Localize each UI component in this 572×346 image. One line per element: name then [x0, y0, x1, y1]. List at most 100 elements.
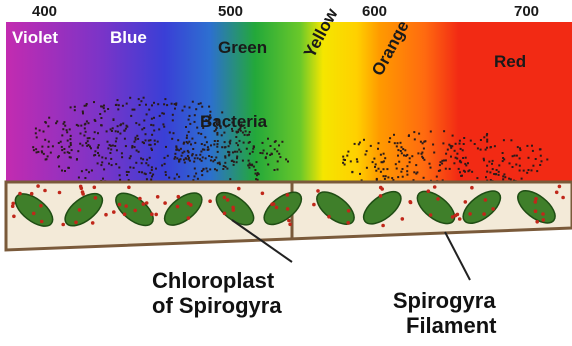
granule-dot	[142, 202, 146, 206]
bacterium-dot	[391, 177, 393, 179]
granule-dot	[36, 184, 40, 188]
granule-dot	[32, 212, 36, 216]
bacterium-dot	[502, 178, 504, 180]
bacterium-dot	[81, 170, 83, 172]
granule-dot	[208, 199, 212, 203]
bacterium-dot	[396, 145, 398, 147]
bacterium-dot	[224, 155, 226, 157]
granule-dot	[381, 224, 385, 228]
bacterium-dot	[514, 155, 516, 157]
bacterium-dot	[491, 163, 493, 165]
bacterium-dot	[414, 138, 416, 140]
granule-dot	[118, 203, 122, 207]
bacterium-dot	[531, 169, 533, 171]
bacterium-dot	[510, 139, 512, 141]
bacterium-dot	[115, 104, 117, 106]
bacterium-dot	[188, 119, 190, 121]
bacterium-dot	[133, 109, 135, 111]
bacterium-dot	[344, 159, 346, 161]
bacterium-dot	[172, 119, 174, 121]
bacterium-dot	[110, 128, 112, 130]
bacterium-dot	[43, 153, 45, 155]
bacterium-dot	[116, 137, 118, 139]
bacterium-dot	[495, 173, 497, 175]
bacterium-dot	[186, 137, 188, 139]
bacterium-dot	[397, 142, 399, 144]
granule-dot	[286, 207, 290, 211]
bacterium-dot	[208, 106, 210, 108]
bacterium-dot	[98, 155, 100, 157]
bacterium-dot	[400, 171, 402, 173]
granule-dot	[81, 192, 85, 196]
bacterium-dot	[165, 174, 167, 176]
bacterium-dot	[143, 127, 145, 129]
granule-dot	[316, 189, 320, 193]
bacterium-dot	[443, 130, 445, 132]
bacterium-dot	[145, 173, 147, 175]
bacterium-dot	[104, 110, 106, 112]
bacterium-dot	[61, 134, 63, 136]
bacterium-dot	[277, 160, 279, 162]
bacterium-dot	[121, 156, 123, 158]
bacterium-dot	[492, 160, 494, 162]
granule-dot	[187, 202, 191, 206]
bacterium-dot	[498, 164, 500, 166]
bacterium-dot	[187, 175, 189, 177]
bacterium-dot	[519, 147, 521, 149]
bacterium-dot	[366, 167, 368, 169]
bacterium-dot	[89, 137, 91, 139]
bacterium-dot	[263, 150, 265, 152]
bacterium-dot	[63, 148, 65, 150]
bacterium-dot	[200, 133, 202, 135]
bacterium-dot	[421, 156, 423, 158]
bacterium-dot	[274, 169, 276, 171]
bacterium-dot	[39, 129, 41, 131]
bacterium-dot	[150, 148, 152, 150]
granule-dot	[401, 217, 405, 221]
granule-dot	[156, 195, 160, 199]
bacterium-dot	[229, 178, 231, 180]
bacterium-dot	[138, 151, 140, 153]
bacterium-dot	[100, 105, 102, 107]
bacterium-dot	[191, 154, 193, 156]
bacterium-dot	[232, 151, 234, 153]
bacterium-dot	[206, 170, 208, 172]
bacterium-dot	[259, 152, 261, 154]
bacterium-dot	[124, 130, 126, 132]
bacterium-dot	[145, 133, 147, 135]
scale-tick-500: 500	[218, 3, 243, 20]
bacterium-dot	[107, 108, 109, 110]
band-label-green: Green	[218, 38, 267, 58]
bacterium-dot	[483, 159, 485, 161]
bacterium-dot	[176, 157, 178, 159]
bacterium-dot	[134, 141, 136, 143]
bacterium-dot	[265, 157, 267, 159]
bacterium-dot	[235, 136, 237, 138]
bacterium-dot	[87, 137, 89, 139]
bacterium-dot	[228, 154, 230, 156]
bacterium-dot	[112, 145, 114, 147]
bacterium-dot	[77, 150, 79, 152]
bacterium-dot	[248, 160, 250, 162]
bacterium-dot	[209, 168, 211, 170]
bacterium-dot	[189, 123, 191, 125]
bacterium-dot	[465, 157, 467, 159]
bacterium-dot	[406, 174, 408, 176]
bacterium-dot	[423, 148, 425, 150]
bacterium-dot	[140, 157, 142, 159]
bacterium-dot	[462, 157, 464, 159]
bacterium-dot	[58, 166, 60, 168]
bacterium-dot	[147, 164, 149, 166]
bacterium-dot	[226, 168, 228, 170]
bacterium-dot	[248, 167, 250, 169]
granule-dot	[127, 186, 131, 190]
bacterium-dot	[528, 157, 530, 159]
bacterium-dot	[526, 172, 528, 174]
bacterium-dot	[100, 124, 102, 126]
bacterium-dot	[462, 149, 464, 151]
granule-dot	[104, 213, 108, 217]
bacterium-dot	[401, 146, 403, 148]
bacterium-dot	[279, 156, 281, 158]
bacterium-dot	[252, 151, 254, 153]
chloroplast-label-line2: of Spirogyra	[152, 293, 282, 318]
